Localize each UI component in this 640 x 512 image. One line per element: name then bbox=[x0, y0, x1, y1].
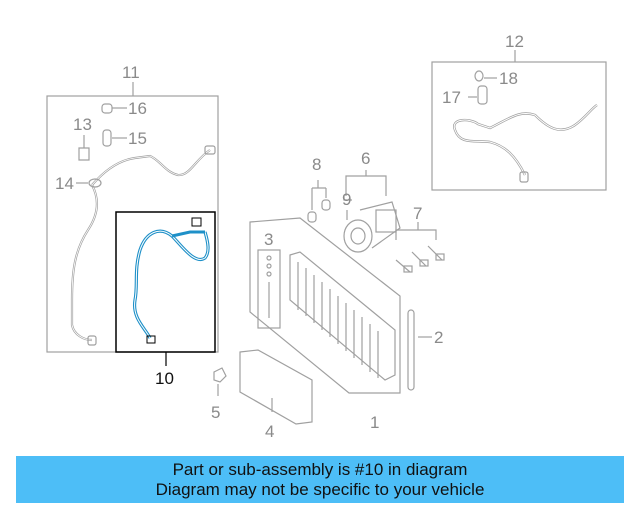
caption-line-1: Part or sub-assembly is #10 in diagram bbox=[172, 459, 468, 479]
part-10-hose bbox=[132, 229, 210, 339]
callout-14: 14 bbox=[55, 174, 74, 193]
callout-2: 2 bbox=[434, 328, 443, 347]
callout-3: 3 bbox=[264, 230, 273, 249]
caption-background bbox=[16, 456, 624, 503]
callout-10: 10 bbox=[155, 369, 174, 388]
caption-line-2: Diagram may not be specific to your vehi… bbox=[155, 479, 485, 499]
callout-1: 1 bbox=[370, 413, 379, 432]
callout-18: 18 bbox=[499, 69, 518, 88]
caption-banner: Part or sub-assembly is #10 in diagram D… bbox=[16, 456, 624, 503]
callout-16: 16 bbox=[128, 99, 147, 118]
callout-7: 7 bbox=[413, 204, 422, 223]
callout-6: 6 bbox=[361, 149, 370, 168]
callout-15: 15 bbox=[128, 129, 147, 148]
callout-5: 5 bbox=[211, 403, 220, 422]
part-10-highlight bbox=[115, 211, 216, 366]
callout-9: 9 bbox=[342, 190, 351, 209]
callout-12: 12 bbox=[505, 32, 524, 51]
callout-8: 8 bbox=[312, 155, 321, 174]
group-12-assembly bbox=[431, 50, 607, 191]
condenser-assembly bbox=[213, 170, 445, 425]
callout-4: 4 bbox=[265, 422, 274, 441]
callout-11: 11 bbox=[122, 63, 140, 82]
callout-17: 17 bbox=[442, 88, 461, 107]
callout-13: 13 bbox=[73, 115, 92, 134]
